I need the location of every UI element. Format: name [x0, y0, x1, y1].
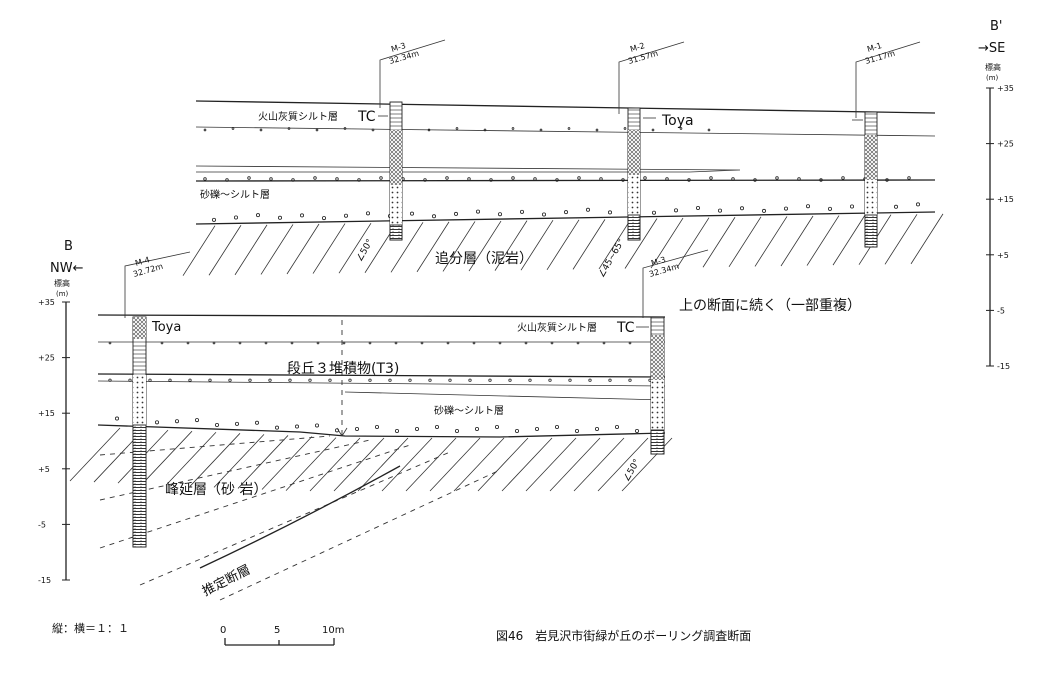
bottom-minenobu-hatching	[69, 427, 673, 601]
top-elevation-tick-2: +15	[997, 195, 1014, 204]
scale-tick-10: 10m	[322, 625, 344, 636]
bottom-volcanic-silt-label: 火山灰質シルト層	[517, 321, 597, 334]
top-elevation-tick-5: -15	[997, 362, 1010, 371]
top-oiwake-surface	[195, 211, 936, 225]
top-lens-pinchout	[195, 165, 741, 173]
bottom-direction-arrow: NW←	[50, 261, 84, 276]
top-oiwake-label: 追分層（泥岩）	[435, 251, 533, 267]
bottom-gravel-dots	[108, 341, 660, 433]
bottom-section: +35 +25 +15 +5 -5 -15 B NW← 標高 (m) M-4 32.72m	[38, 239, 861, 601]
top-ground-surface	[195, 100, 936, 114]
bottom-minenobu-label: 峰延層（砂 岩）	[165, 482, 267, 498]
scale-tick-0: 0	[220, 625, 226, 636]
top-gravel-dots	[203, 127, 921, 222]
bottom-minenobu-surface	[97, 424, 666, 438]
top-volcanic-silt-base	[195, 126, 936, 137]
top-direction-arrow: →SE	[978, 41, 1005, 56]
top-dip-1: ∠50°	[355, 238, 376, 264]
borehole-top-m1-id: M-1	[866, 41, 883, 54]
bottom-elevation-tick-5: -15	[38, 576, 51, 585]
top-dip-2: ∠45~65°	[597, 237, 627, 279]
bottom-terrace-label: 段丘３堆積物(T3)	[287, 361, 399, 377]
top-elevation-tick-0: +35	[997, 84, 1014, 93]
borehole-top-m3-id: M-3	[390, 41, 407, 54]
bottom-dip-3: ∠50°	[622, 458, 643, 484]
bottom-elevation-axis-unit: (m)	[56, 290, 69, 298]
continuation-note: 上の断面に続く（一部重複）	[679, 297, 861, 314]
bottom-elevation-tick-3: +5	[38, 465, 50, 474]
borehole-top-m1: M-1 31.17m	[855, 41, 921, 248]
bottom-elevation-axis-label: 標高	[54, 278, 70, 288]
borehole-bottom-m4-id: M-4	[134, 255, 151, 268]
top-section: +35 +25 +15 +5 -5 -15 標高 (m) B' →SE M-3 32.34…	[182, 19, 1014, 371]
scale-bar: 0 5 10m	[220, 625, 344, 646]
top-tc-marker: TC	[357, 109, 376, 125]
figure-footer: 縦：横＝１：１ 0 5 10m 図46 岩見沢市街緑が丘のボーリング調査断面	[52, 621, 751, 646]
top-elevation-axis-label: 標高	[985, 62, 1001, 72]
bottom-gravel-line	[344, 391, 666, 401]
bottom-elevation-tick-1: +25	[38, 354, 55, 363]
borehole-bottom-m3-id: M-3	[650, 255, 667, 268]
bottom-terrace-line	[97, 380, 666, 387]
top-toya-marker: Toya	[661, 113, 694, 129]
bottom-gravel-silt-label: 砂礫～シルト層	[434, 404, 504, 417]
top-gravel-top	[195, 179, 936, 182]
scale-ratio: 縦：横＝１：１	[52, 621, 129, 635]
figure-caption: 図46 岩見沢市街緑が丘のボーリング調査断面	[496, 628, 751, 643]
top-oiwake-hatching	[182, 213, 944, 276]
borehole-top-m3: M-3 32.34m	[379, 39, 446, 241]
bottom-terrace-top	[97, 373, 666, 378]
top-elevation-tick-1: +25	[997, 140, 1014, 149]
bottom-elevation-axis: +35 +25 +15 +5 -5 -15 B NW← 標高 (m)	[38, 239, 84, 585]
bottom-tc-marker: TC	[616, 320, 635, 336]
scale-tick-5: 5	[274, 625, 280, 636]
borehole-top-m2: M-2 31.57m	[618, 41, 685, 241]
bottom-elevation-tick-0: +35	[38, 298, 55, 307]
borehole-bottom-m3: M-3 32.34m	[642, 249, 709, 455]
top-elevation-tick-3: +5	[997, 251, 1009, 260]
borehole-top-m2-id: M-2	[629, 41, 646, 54]
top-elevation-axis: +35 +25 +15 +5 -5 -15 標高 (m) B' →SE	[978, 19, 1014, 371]
top-gravel-silt-label: 砂礫～シルト層	[200, 188, 270, 201]
top-direction-label: B'	[990, 19, 1003, 34]
top-elevation-axis-unit: (m)	[986, 74, 999, 82]
bottom-toya-marker: Toya	[151, 320, 181, 335]
bottom-elevation-tick-4: -5	[38, 520, 46, 529]
bottom-elevation-tick-2: +15	[38, 409, 55, 418]
inferred-fault-trace	[199, 465, 401, 569]
top-volcanic-silt-label: 火山灰質シルト層	[258, 110, 338, 123]
inferred-fault-label: 推定断層	[200, 563, 253, 600]
bottom-direction-label: B	[64, 239, 73, 254]
top-elevation-tick-4: -5	[997, 306, 1005, 315]
bottom-ground-surface	[97, 314, 666, 318]
borehole-bottom-m4: M-4 32.72m	[124, 251, 191, 548]
